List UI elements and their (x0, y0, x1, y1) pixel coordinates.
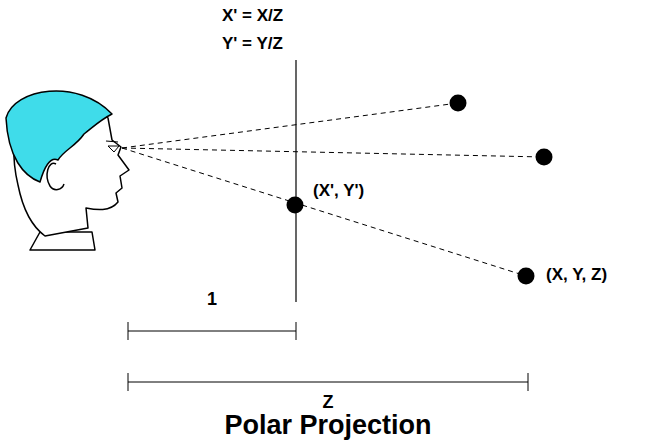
eye (108, 146, 119, 152)
point-label: (X, Y, Z) (546, 265, 607, 285)
equation: Y' = Y/Z (222, 34, 283, 54)
hair (6, 91, 112, 182)
dimension-lines (128, 322, 528, 391)
dimension-line (128, 331, 296, 332)
viewer-head (6, 91, 129, 250)
collar (30, 232, 95, 250)
dimension-label: Z (323, 392, 334, 413)
equation: X' = X/Z (222, 6, 283, 26)
dimension-tick (296, 322, 297, 340)
dimension-line (128, 382, 528, 383)
eyebrow (106, 141, 118, 142)
rays (122, 103, 544, 276)
dimension-tick (528, 373, 529, 391)
points (287, 95, 553, 285)
projection-plane (295, 60, 296, 302)
ray (122, 103, 458, 148)
point (450, 95, 467, 112)
point (536, 149, 553, 166)
projected-point (287, 197, 304, 214)
diagram-title: Polar Projection (224, 410, 431, 441)
dimension-tick (128, 373, 129, 391)
dimension-tick (128, 322, 129, 340)
dimension-label: 1 (207, 289, 217, 310)
ear (47, 163, 64, 189)
ray (122, 148, 544, 157)
point-label: (X', Y') (313, 181, 364, 201)
point (518, 268, 535, 285)
ray (122, 148, 526, 276)
